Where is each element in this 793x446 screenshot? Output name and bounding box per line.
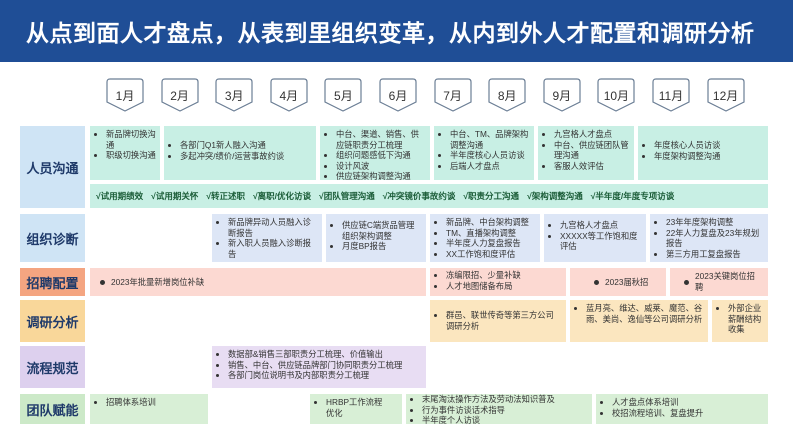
month-label: 4月 [279, 89, 299, 103]
month-label: 8月 [497, 89, 517, 103]
row-label-org: 组织诊断 [20, 214, 85, 262]
month-label: 3月 [224, 89, 244, 103]
org-box: 新品牌异动人员融入诊断报告新入职人员融入诊断报告 [212, 214, 322, 262]
team-box: 招聘体系培训 [90, 394, 208, 424]
title-banner: 从点到面人才盘点，从表到里组织变革，从内到外人才配置和调研分析 [0, 0, 793, 62]
people-box: 新品牌切换沟通职级切换沟通 [90, 126, 160, 180]
research-box: 蓝月亮、维达、威莱、魔范、谷雨、美尚、逸仙等公司调研分析 [570, 300, 708, 342]
people-box: 中台、渠道、销售、供应链职责分工梳理组织问题感低下沟通设计风波供应链架构调整沟通 [320, 126, 430, 181]
row-label-team: 团队赋能 [20, 394, 85, 424]
month-label: 1月 [115, 89, 135, 103]
month-marker: 6月 [379, 78, 417, 112]
team-box: 人才盘点体系培训校招流程培训、复盘提升 [596, 394, 768, 424]
month-label: 6月 [388, 89, 408, 103]
month-marker: 9月 [543, 78, 581, 112]
people-box: 各部门Q1新人融入沟通多起冲突/绩价/运营事故约谈 [164, 126, 316, 180]
research-box: 外部企业薪酬结构收集 [712, 300, 768, 342]
team-box: 末尾淘汰操作方法及劳动法知识普及行为事件访谈话术指导半年度个人访谈 [406, 394, 592, 425]
month-marker: 3月 [215, 78, 253, 112]
row-label-people: 人员沟通 [20, 126, 85, 208]
month-marker: 5月 [324, 78, 362, 112]
people-box: 年度核心人员访谈年度架构调整沟通 [638, 126, 768, 180]
page-title: 从点到面人才盘点，从表到里组织变革，从内到外人才配置和调研分析 [26, 20, 755, 46]
check-item: √试用期绩效 [96, 190, 144, 201]
month-marker: 10月 [597, 78, 635, 112]
check-item: √冲突镜价事故约谈 [382, 190, 456, 201]
team-box: HRBP工作流程优化 [310, 394, 402, 424]
month-marker: 12月 [706, 78, 745, 112]
recruit-box: 2023关键岗位招聘 [670, 268, 768, 296]
month-label: 5月 [334, 89, 353, 103]
month-label: 12月 [712, 89, 739, 103]
check-item: √试用期关怀 [151, 190, 199, 201]
org-box: 九宫格人才盘点XXXXX等工作饱和度评估 [544, 214, 646, 262]
month-label: 11月 [658, 89, 684, 103]
month-label: 2月 [170, 89, 189, 103]
org-box: 23年年度架构调整22年人力复盘及23年规划报告第三方用工复盘报告 [650, 214, 768, 262]
month-label: 10月 [603, 89, 630, 103]
org-box: 供应链C端货品管理组织架构调整月度BP报告 [326, 214, 426, 262]
month-marker: 7月 [433, 78, 472, 112]
month-marker: 1月 [106, 78, 144, 112]
month-marker: 11月 [652, 78, 690, 112]
process-box: 数据部&销售三部职责分工梳理、价值输出销售、中台、供应链品牌部门协同职责分工梳理… [212, 346, 426, 388]
people-check-bar: √试用期绩效 √试用期关怀 √转正述职 √离职/优化访谈 √团队管理沟通 √冲突… [90, 184, 768, 208]
row-label-recruit: 招聘配置 [20, 268, 85, 296]
check-item: √半年度/年度专项访谈 [590, 190, 675, 201]
recruit-box: 2023年批量新增岗位补缺 [90, 268, 426, 296]
month-label: 9月 [552, 89, 572, 103]
bullet-dot [100, 279, 105, 285]
bullet-dot [594, 279, 599, 285]
check-item: √职责分工沟通 [463, 190, 520, 201]
month-marker: 4月 [270, 78, 308, 112]
org-box: 新品牌、中台架构调整TM、直播架构调整半年度人力复盘报告XX工作饱和度评估 [430, 214, 540, 262]
check-item: √转正述职 [206, 190, 246, 201]
month-label: 7月 [443, 89, 462, 103]
check-item: √离职/优化访谈 [253, 190, 312, 201]
people-box: 中台、TM、品牌架构调整沟通半年度核心人员访谈后端人才盘点 [434, 126, 534, 180]
people-box: 九宫格人才盘点中台、供应链团队管理沟通客服人效评估 [538, 126, 634, 180]
check-item: √团队管理沟通 [319, 190, 375, 201]
research-box: 群邑、联世传奇等第三方公司调研分析 [430, 300, 566, 342]
bullet-dot [684, 279, 689, 285]
recruit-box: 2023届秋招 [570, 268, 666, 296]
row-label-process: 流程规范 [20, 346, 85, 388]
month-marker: 8月 [488, 78, 526, 112]
recruit-box: 冻编限招、少量补缺人才地图储备布局 [430, 268, 566, 296]
check-item: √架构调整沟通 [527, 190, 583, 201]
row-label-research: 调研分析 [20, 300, 85, 342]
month-marker: 2月 [160, 78, 199, 112]
